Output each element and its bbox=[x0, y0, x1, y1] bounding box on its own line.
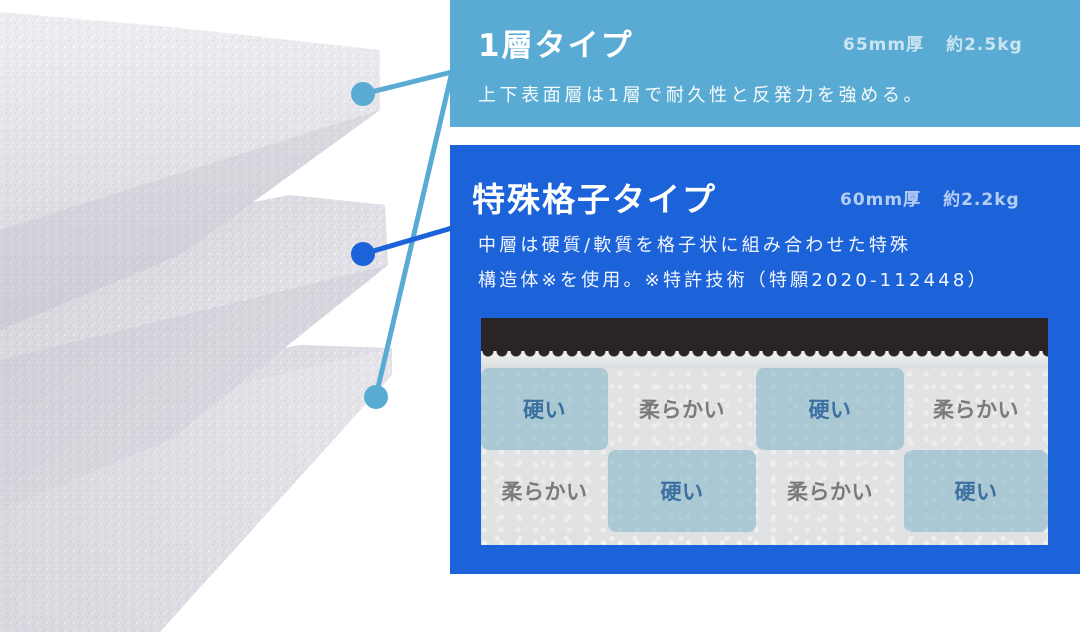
hard-soft-grid: 硬い 柔らかい 硬い 柔らかい 柔らかい 硬い 柔らかい 硬い bbox=[481, 368, 1048, 532]
special-grid-specs: 60mm厚 約2.2kg bbox=[840, 185, 1020, 210]
grid-cell-soft: 柔らかい bbox=[756, 450, 904, 532]
top-layer-marker-icon bbox=[351, 82, 375, 106]
single-layer-thickness: 65mm厚 bbox=[843, 35, 925, 55]
grid-cell-hard: 硬い bbox=[904, 450, 1048, 532]
single-layer-description: 上下表面層は1層で耐久性と反発力を強める。 bbox=[478, 85, 926, 106]
middle-layer-marker-icon bbox=[351, 242, 375, 266]
foam-layers-graphic bbox=[0, 12, 392, 632]
special-grid-weight: 約2.2kg bbox=[943, 190, 1020, 210]
top-connector-line bbox=[362, 69, 453, 97]
single-layer-panel: 1層タイプ 65mm厚 約2.5kg 上下表面層は1層で耐久性と反発力を強める。 bbox=[450, 0, 1080, 127]
grid-cell-soft: 柔らかい bbox=[481, 450, 608, 532]
cross-section-foam-edge bbox=[481, 351, 1048, 369]
grid-cell-hard: 硬い bbox=[756, 368, 904, 450]
grid-cell-hard: 硬い bbox=[481, 368, 608, 450]
special-grid-description: 中層は硬質/軟質を格子状に組み合わせた特殊 構造体※を使用。※特許技術（特願20… bbox=[478, 228, 989, 298]
single-layer-title: 1層タイプ bbox=[478, 28, 634, 64]
cross-section-dark-band bbox=[481, 318, 1048, 356]
grid-cell-soft: 柔らかい bbox=[904, 368, 1048, 450]
special-grid-description-line1: 中層は硬質/軟質を格子状に組み合わせた特殊 bbox=[478, 235, 912, 256]
special-grid-thickness: 60mm厚 bbox=[840, 190, 922, 210]
top-foam-layer bbox=[0, 12, 380, 330]
foam-stack-illustration bbox=[0, 0, 460, 632]
special-grid-title: 特殊格子タイプ bbox=[472, 180, 717, 219]
single-layer-specs: 65mm厚 約2.5kg bbox=[843, 30, 1023, 55]
bottom-connector-line bbox=[373, 71, 455, 397]
middle-connector-line bbox=[362, 225, 453, 257]
special-grid-description-line2: 構造体※を使用。※特許技術（特願2020-112448） bbox=[478, 270, 989, 291]
grid-cell-soft: 柔らかい bbox=[608, 368, 756, 450]
special-grid-panel: 特殊格子タイプ 60mm厚 約2.2kg 中層は硬質/軟質を格子状に組み合わせた特… bbox=[450, 145, 1080, 574]
grid-cell-hard: 硬い bbox=[608, 450, 756, 532]
bottom-layer-marker-icon bbox=[364, 385, 388, 409]
cross-section-photo: 硬い 柔らかい 硬い 柔らかい 柔らかい 硬い 柔らかい 硬い bbox=[481, 318, 1048, 545]
single-layer-weight: 約2.5kg bbox=[946, 35, 1023, 55]
